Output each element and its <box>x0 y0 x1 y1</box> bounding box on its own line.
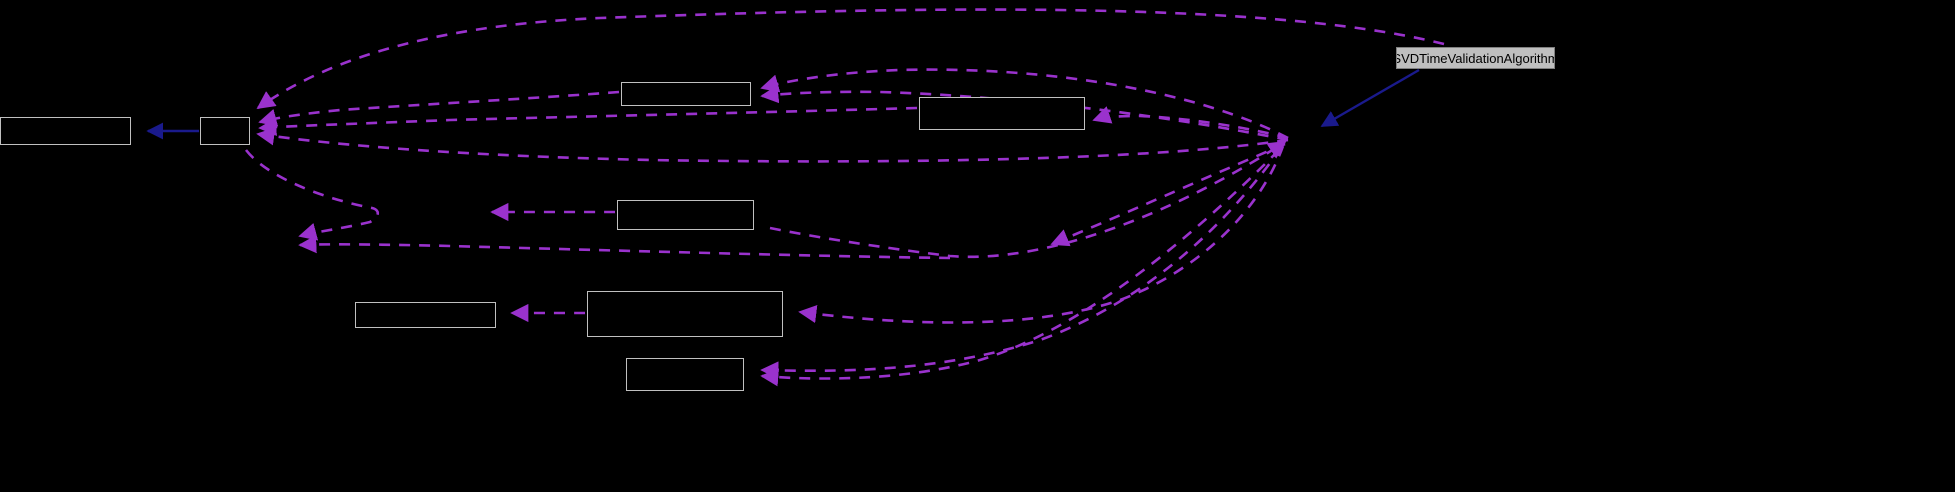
graph-node-3[interactable] <box>919 97 1085 130</box>
edge-group-inherit <box>146 68 1420 140</box>
call-edge-to-node-6 <box>798 145 1285 324</box>
call-edge-node3-to-node1 <box>258 106 918 136</box>
graph-node-2[interactable] <box>621 82 751 106</box>
graph-node-6[interactable] <box>587 291 783 337</box>
graph-node-5[interactable] <box>355 302 496 328</box>
call-edge-to-node-7a <box>760 147 1283 380</box>
edge-group-call <box>244 8 1445 387</box>
graph-node-svdtimevalidationalgorithm[interactable]: SVDTimeValidationAlgorithm <box>1396 47 1555 69</box>
call-edge-to-node-3 <box>1092 106 1289 140</box>
graph-node-4[interactable] <box>617 200 754 230</box>
call-edge-to-node-2 <box>760 68 1289 140</box>
graph-node-svdtimevalidationalgorithm-label: SVDTimeValidationAlgorithm <box>1396 50 1555 66</box>
call-edge-low-return <box>298 235 951 260</box>
graph-node-0[interactable] <box>0 117 131 145</box>
call-edge-top-sweep <box>256 8 1445 110</box>
graph-node-1[interactable] <box>200 117 250 145</box>
inherit-edge-highlight-diagonal <box>1320 68 1420 128</box>
graph-node-7[interactable] <box>626 358 744 391</box>
call-edge-to-node-7b <box>760 149 1280 387</box>
call-edge-lower-sweep <box>256 127 1289 163</box>
call-edge-node2-to-node1 <box>258 90 620 127</box>
call-edge-to-midleft-upper <box>244 149 380 241</box>
call-edge-hub-stub <box>1050 142 1286 247</box>
call-edge-to-node-2-lower <box>760 85 1289 142</box>
